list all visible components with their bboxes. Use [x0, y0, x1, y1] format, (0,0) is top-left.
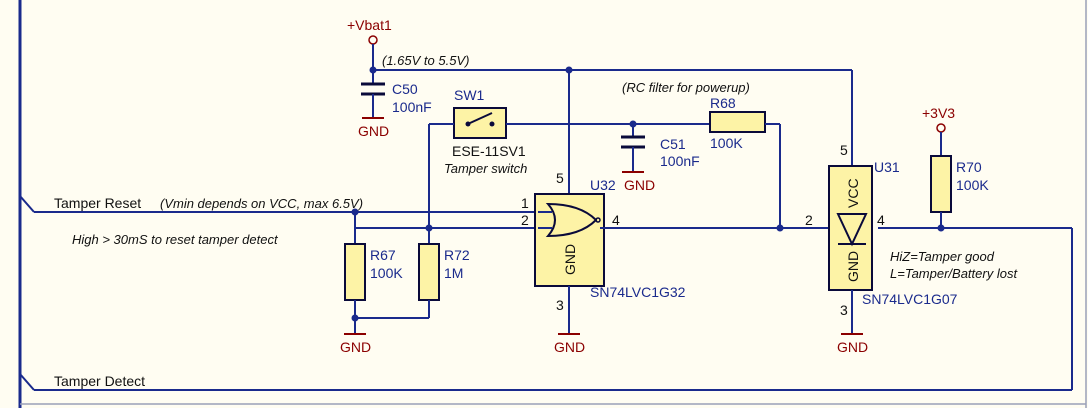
- u31-ref: U31: [874, 159, 900, 175]
- u32-pin2: 2: [521, 212, 529, 228]
- sw1-value: ESE-11SV1: [452, 143, 526, 159]
- r70-ref: R70: [956, 159, 982, 175]
- high-reset-note: High > 30mS to reset tamper detect: [72, 232, 279, 247]
- vbat-label: +Vbat1: [347, 17, 392, 33]
- tamper-reset-label: Tamper Reset: [54, 195, 141, 211]
- u32-gnd-label: GND: [562, 244, 578, 275]
- gnd-symbol-r67: GND: [340, 318, 371, 355]
- u32-pin4: 4: [612, 212, 620, 228]
- resistor-r72: R72 1M: [418, 228, 470, 318]
- sw1-ref: SW1: [454, 87, 485, 103]
- u31-gnd-label: GND: [845, 251, 861, 282]
- sw1-desc: Tamper switch: [444, 161, 527, 176]
- rc-filter-note: (RC filter for powerup): [622, 80, 750, 95]
- u32-pin1: 1: [521, 195, 529, 211]
- buffer-shape: [836, 213, 868, 247]
- junction: [776, 224, 784, 232]
- capacitor-c51: C51 100nF GND: [621, 124, 700, 193]
- tamper-detect-label: Tamper Detect: [54, 373, 145, 389]
- r67-ref: R67: [370, 247, 396, 263]
- resistor-r67: R67 100K: [344, 212, 403, 318]
- ic-u32: 5 1 2 4 GND U32 SN74LVC1G32 3 GND: [521, 70, 686, 355]
- resistor-r68: R68 100K: [709, 95, 766, 151]
- c51-ref: C51: [660, 136, 686, 152]
- r68-ref: R68: [710, 95, 736, 111]
- u31-pin3: 3: [840, 302, 848, 318]
- c50-gnd-label: GND: [358, 123, 389, 139]
- u31-pin4: 4: [877, 212, 885, 228]
- r72-value: 1M: [444, 265, 463, 281]
- u31-pin5: 5: [840, 142, 848, 158]
- tamper-detect-net: Tamper Detect: [19, 227, 1073, 391]
- u31-gnd-symbol: GND: [837, 339, 868, 355]
- r67-gnd-label: GND: [340, 339, 371, 355]
- u32-pin3: 3: [556, 297, 564, 313]
- r67-value: 100K: [370, 265, 403, 281]
- vbat-power-symbol: +Vbat1: [347, 17, 392, 70]
- c51-gnd-label: GND: [624, 177, 655, 193]
- u31-vcc-label: VCC: [845, 178, 861, 208]
- tamper-reset-note: (Vmin depends on VCC, max 6.5V): [160, 196, 363, 211]
- u32-ref: U32: [590, 177, 616, 193]
- c51-value: 100nF: [660, 153, 700, 169]
- c50-value: 100nF: [392, 99, 432, 115]
- capacitor-c50: C50 100nF GND: [358, 70, 432, 139]
- u32-part: SN74LVC1G32: [590, 284, 686, 300]
- v3v3-power-symbol: +3V3: [922, 105, 955, 156]
- r72-ref: R72: [444, 247, 470, 263]
- r68-value: 100K: [710, 135, 743, 151]
- low-note: L=Tamper/Battery lost: [890, 266, 1018, 281]
- switch-sw1: SW1 ESE-11SV1 Tamper switch: [444, 87, 527, 176]
- tamper-reset-net: Tamper Reset (Vmin depends on VCC, max 6…: [19, 195, 538, 213]
- vbat-range-note: (1.65V to 5.5V): [382, 53, 469, 68]
- u31-part: SN74LVC1G07: [862, 291, 958, 307]
- resistor-r70: R70 100K: [930, 155, 989, 228]
- v3v3-label: +3V3: [922, 105, 955, 121]
- u32-gnd-symbol: GND: [554, 339, 585, 355]
- r70-value: 100K: [956, 177, 989, 193]
- ic-u31: 5 VCC GND 2 4 U31 SN74LVC1G07 3 GND: [805, 70, 958, 355]
- u31-pin2: 2: [805, 212, 813, 228]
- c50-ref: C50: [392, 81, 418, 97]
- or-gate-shape: [545, 202, 598, 238]
- hiz-note: HiZ=Tamper good: [890, 249, 995, 264]
- u32-pin5: 5: [556, 170, 564, 186]
